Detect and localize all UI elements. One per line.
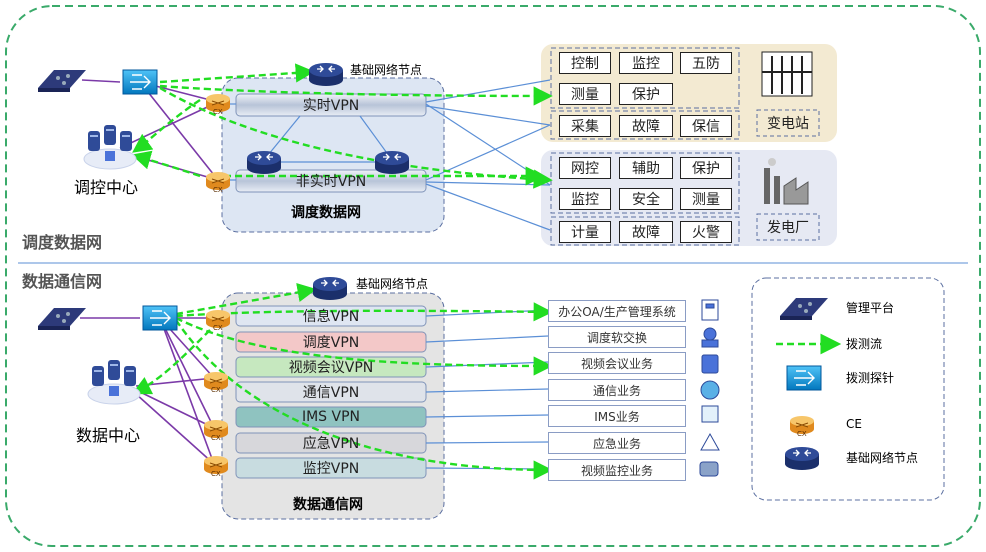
- ce-glyph: CX: [211, 434, 221, 442]
- dispatch-network-label: 调度数据网: [291, 205, 361, 221]
- data-comm-network-cloud: [221, 292, 445, 520]
- bottom-node-label: 基础网络节点: [356, 277, 429, 291]
- vpn-label: 信息VPN: [302, 309, 360, 325]
- ce-glyph: CX: [213, 324, 223, 332]
- legend-label: 基础网络节点: [846, 451, 919, 465]
- vpn-link: [425, 361, 549, 368]
- powerplant-item: 火警: [680, 221, 732, 243]
- dispatch-network-section-label: 调度数据网: [22, 233, 103, 252]
- data-comm-network-section-label: 数据通信网: [22, 272, 103, 291]
- data-center-label: 数据中心: [76, 426, 141, 445]
- vpn-label: 监控VPN: [302, 461, 360, 477]
- substation-item: 控制: [559, 52, 611, 74]
- powerplant-icon: [764, 158, 809, 205]
- service-box: 办公OA/生产管理系统: [548, 300, 686, 322]
- vpn-nonrealtime: 非实时VPN: [295, 174, 367, 190]
- service-box: 视频会议业务: [548, 352, 686, 374]
- legend-label: CE: [846, 417, 862, 431]
- substation-item: 保护: [619, 83, 673, 105]
- substation-item: 故障: [619, 115, 673, 137]
- powerplant-item: 监控: [559, 188, 611, 210]
- data-comm-network-label: 数据通信网: [293, 497, 363, 513]
- service-box: 视频监控业务: [548, 459, 686, 481]
- ce-glyph: CX: [211, 470, 221, 478]
- powerplant-item: 故障: [619, 221, 673, 243]
- substation-item: 采集: [559, 115, 611, 137]
- substation-item: 五防: [680, 52, 732, 74]
- vpn-link: [425, 441, 549, 444]
- powerplant-item: 计量: [559, 221, 611, 243]
- legend-panel: [751, 277, 945, 501]
- service-box: 通信业务: [548, 379, 686, 401]
- ce-glyph: CX: [213, 108, 223, 116]
- control-center-label: 调控中心: [74, 178, 139, 197]
- powerplant-item: 测量: [680, 188, 732, 210]
- service-box: IMS业务: [548, 405, 686, 427]
- outer-border: [5, 5, 981, 547]
- vpn-label: 应急VPN: [302, 436, 360, 452]
- ce-glyph: CX: [211, 386, 221, 394]
- substation-item: 保信: [680, 115, 732, 137]
- service-box: 应急业务: [548, 432, 686, 454]
- powerplant-label: 发电厂: [767, 220, 809, 236]
- legend-label: 拨测流: [846, 337, 883, 351]
- vpn-realtime: 实时VPN: [302, 98, 360, 114]
- vpn-link: [425, 414, 549, 418]
- legend-label: 管理平台: [846, 301, 895, 315]
- substation-item: 监控: [619, 52, 673, 74]
- vpn-link: [425, 388, 549, 393]
- substation-item: 测量: [559, 83, 611, 105]
- ce-glyph: CX: [797, 430, 807, 438]
- substation-icon: [761, 51, 813, 97]
- powerplant-item: 辅助: [619, 157, 673, 179]
- powerplant-item: 保护: [680, 157, 732, 179]
- powerplant-item: 网控: [559, 157, 611, 179]
- top-node-label: 基础网络节点: [350, 63, 423, 77]
- vpn-label: IMS VPN: [301, 409, 361, 425]
- ce-glyph: CX: [213, 186, 223, 194]
- substation-label: 变电站: [767, 116, 809, 132]
- vpn-link: [425, 335, 549, 343]
- powerplant-item: 安全: [619, 188, 673, 210]
- vpn-label: 视频会议VPN: [288, 360, 374, 376]
- service-box: 调度软交换: [548, 326, 686, 348]
- legend-label: 拨测探针: [846, 371, 895, 385]
- vpn-label: 调度VPN: [302, 335, 360, 351]
- vpn-link: [425, 309, 549, 317]
- vpn-label: 通信VPN: [302, 385, 360, 401]
